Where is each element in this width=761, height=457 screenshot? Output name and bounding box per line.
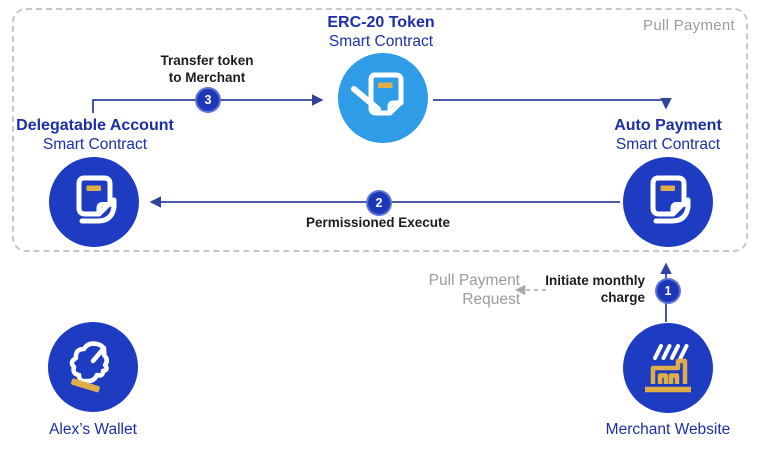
step3-number-badge: 3: [195, 87, 221, 113]
pull-payment-request-line2: Request: [462, 291, 520, 308]
alex-wallet-label: Alex’s Wallet: [49, 421, 137, 438]
erc20-token-node: [338, 53, 428, 143]
auto-payment-subtitle: Smart Contract: [615, 136, 721, 153]
region-label: Pull Payment: [643, 17, 735, 34]
erc20-subtitle: Smart Contract: [328, 33, 434, 50]
delegatable-title: Delegatable Account: [16, 117, 174, 134]
token-contract-pen-icon: [351, 72, 404, 116]
contract-document-icon: [76, 175, 117, 224]
wallet-person-icon: [69, 341, 109, 393]
step3-label-line2: to Merchant: [168, 69, 246, 85]
delegatable-subtitle: Smart Contract: [42, 136, 148, 153]
merchant-website-label: Merchant Website: [605, 421, 731, 438]
merchant-website-node: [623, 323, 713, 413]
step1-number-badge: 1: [655, 278, 681, 304]
delegatable-node-label: Delegatable Account Smart Contract: [0, 116, 190, 154]
step3-label-line1: Transfer token: [160, 53, 254, 68]
step2-label: Permissioned Execute: [305, 215, 451, 230]
auto-payment-node-label: Auto Payment Smart Contract: [568, 116, 761, 154]
auto-payment-title: Auto Payment: [614, 117, 722, 134]
step1-label-line1: Initiate monthly: [545, 273, 645, 288]
alex-wallet-node: [48, 322, 138, 412]
erc20-title: ERC-20 Token: [327, 14, 435, 31]
auto-payment-node: [623, 157, 713, 247]
step3-label: Transfer token to Merchant: [127, 53, 287, 86]
pull-payment-request-line1: Pull Payment: [428, 272, 520, 289]
contract-document-icon: [650, 175, 691, 224]
delegatable-account-node: [49, 157, 139, 247]
erc20-node-label: ERC-20 Token Smart Contract: [281, 13, 481, 51]
step1-label-line2: charge: [600, 289, 645, 305]
pull-payment-region-border: [12, 8, 748, 252]
step2-number-badge: 2: [366, 190, 392, 216]
step1-label: Initiate monthly charge: [503, 273, 645, 306]
storefront-icon: [645, 344, 691, 393]
pull-payment-request-label: Pull Payment Request: [378, 271, 520, 309]
